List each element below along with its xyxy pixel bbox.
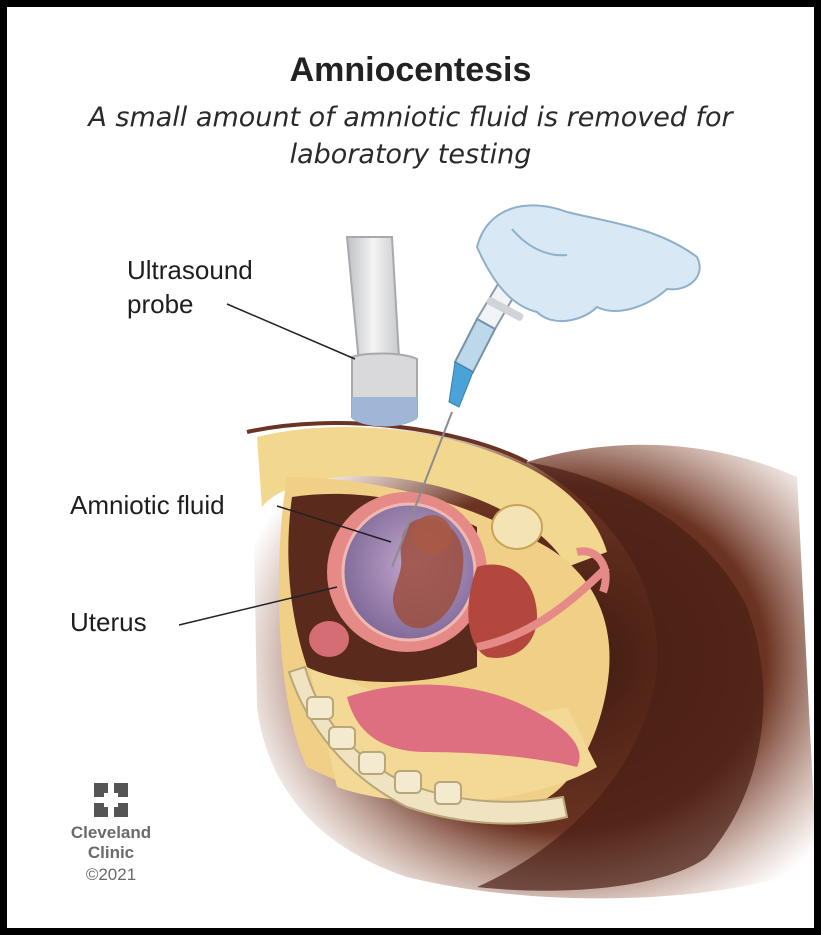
cleveland-clinic-logo: Cleveland Clinic ©2021 bbox=[63, 783, 159, 887]
ovary bbox=[309, 621, 349, 657]
bladder bbox=[492, 505, 542, 549]
fetus-head bbox=[412, 515, 452, 555]
clinic-cross-icon bbox=[94, 783, 128, 817]
ultrasound-probe bbox=[347, 237, 417, 427]
brand-line-1: Cleveland bbox=[63, 823, 159, 843]
label-amniotic-fluid: Amniotic fluid bbox=[70, 488, 225, 522]
label-uterus: Uterus bbox=[70, 605, 147, 639]
copyright-year: ©2021 bbox=[63, 863, 159, 887]
brand-line-2: Clinic bbox=[63, 843, 159, 863]
label-ultrasound-probe: Ultrasound probe bbox=[127, 253, 317, 321]
